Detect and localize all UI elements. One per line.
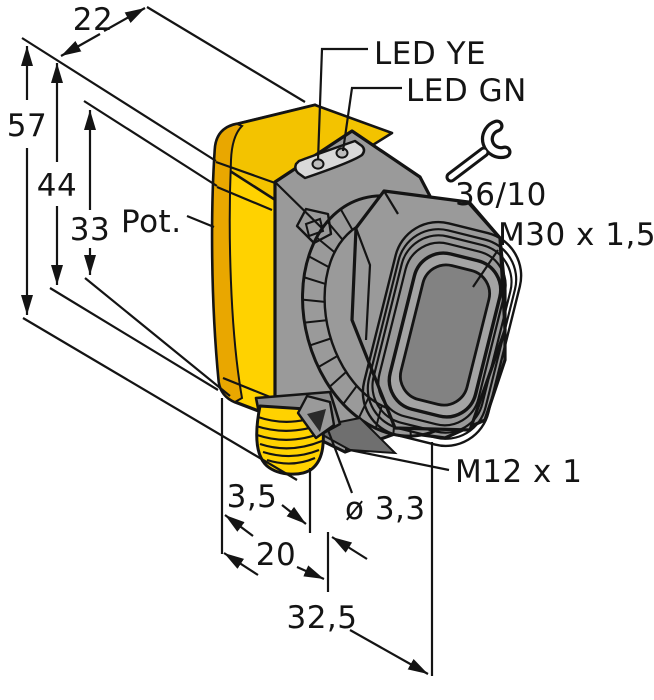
dim-height-front: 33 [70, 212, 110, 248]
lens-glass [399, 263, 491, 407]
ext-line-33-bottom [84, 277, 231, 397]
dim-depth-body: 20 [256, 537, 296, 573]
dimension-labels: 22 57 44 33 3,5 20 32,5 ø 3,3 [7, 2, 426, 636]
leader-lines [186, 47, 499, 494]
lower-mounting-hole-dark [307, 409, 326, 432]
callout-labels: LED YE LED GN Pot. 36/10 M30 x 1,5 M12 x… [121, 36, 654, 490]
led-green-leader [341, 86, 402, 152]
body-front-top-edge [216, 185, 273, 212]
dim-height-total: 57 [7, 108, 47, 144]
thread-ring-1 [361, 220, 523, 448]
dim-depth-total: 32,5 [286, 600, 357, 636]
led-yellow-indicator [311, 158, 325, 170]
lens-barrel-threads [361, 220, 523, 448]
led-yellow-leader [316, 47, 368, 161]
dim-35-arrow-left [281, 504, 307, 525]
housing-top-right-edge [351, 130, 421, 178]
label-led-green: LED GN [406, 73, 527, 109]
dim-mounting-hole: ø 3,3 [345, 491, 426, 527]
lens-face [387, 251, 503, 419]
dim-22-arrow-right [103, 7, 146, 32]
hex-facet-line-top [383, 190, 399, 215]
thread-ring-3 [371, 234, 513, 434]
hex-facet-line-upper [354, 227, 372, 341]
dim-22-arrow-left [60, 33, 101, 57]
label-led-yellow: LED YE [374, 36, 486, 72]
body-chamfer-top-line [215, 160, 279, 186]
thread-ring-4 [377, 241, 507, 427]
label-wrench-spec: 36/10 [455, 177, 547, 213]
ext-line-44-bottom [49, 287, 219, 391]
dim-20-arrow-right [296, 565, 325, 581]
sensor-body [210, 103, 523, 476]
dim-height-housing: 44 [37, 168, 77, 204]
hole-dia-leader [326, 429, 354, 494]
label-connector-thread: M12 x 1 [455, 454, 582, 490]
dim-35-arrow-right [331, 536, 368, 560]
dim-20-arrow-left [224, 514, 254, 537]
dim-325-arrow-left [223, 552, 259, 576]
dim-width-top: 22 [73, 2, 113, 38]
ext-line-33-top [83, 100, 218, 187]
extension-lines [21, 6, 434, 676]
label-pot: Pot. [121, 204, 182, 240]
led-plate [294, 139, 366, 180]
thread-ring-2 [366, 228, 518, 440]
upper-mounting-hole [295, 207, 333, 245]
label-lens-thread: M30 x 1,5 [498, 217, 654, 253]
mounting-clips [295, 207, 336, 440]
body-left-bevel [211, 122, 244, 404]
dimension-arrows [21, 7, 429, 675]
dim-325-arrow-right [349, 629, 429, 675]
dim-connector-offset: 3,5 [227, 479, 278, 515]
ext-line-57-bottom [22, 317, 298, 481]
ext-line-top-left [21, 37, 217, 162]
wrench-icon [445, 119, 512, 183]
upper-mounting-hole-inner [304, 217, 325, 238]
ext-line-top-rear [146, 6, 306, 103]
pot-leader [186, 214, 215, 229]
m30-leader [472, 249, 499, 288]
m12-leader [344, 447, 450, 472]
led-green-indicator [335, 147, 349, 159]
